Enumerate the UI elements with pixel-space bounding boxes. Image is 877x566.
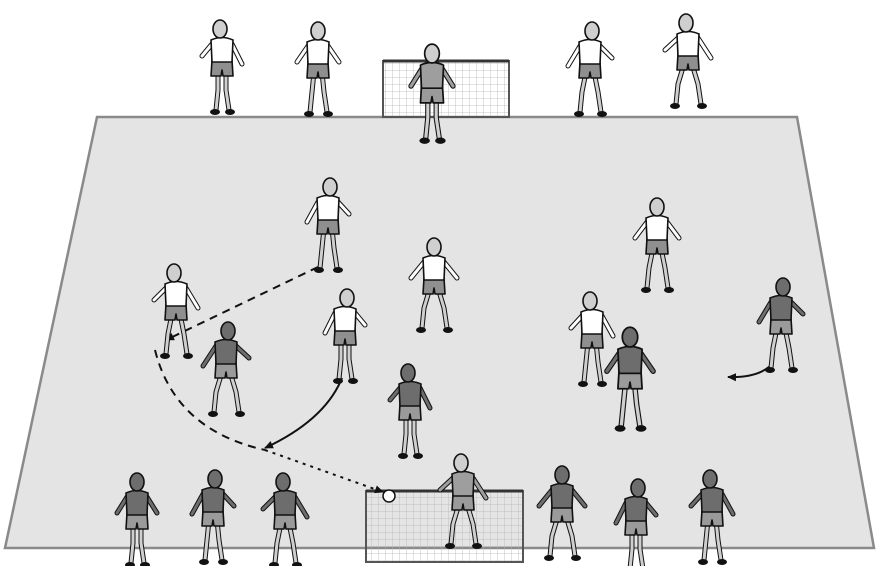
- light-team-player-icon: [202, 20, 242, 115]
- top-goal-net-icon: [383, 61, 509, 117]
- light-team-player-icon: [568, 22, 612, 117]
- ball-icon: [383, 490, 395, 502]
- light-team-player-icon: [297, 22, 339, 117]
- light-team-player-icon: [665, 14, 711, 109]
